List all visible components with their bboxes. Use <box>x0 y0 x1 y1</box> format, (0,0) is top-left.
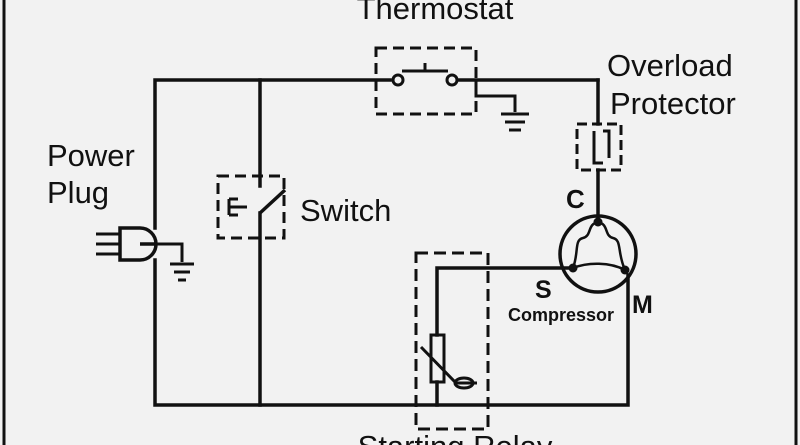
switch-label: Switch <box>300 193 391 228</box>
power-plug <box>96 226 184 262</box>
compressor-label: Compressor <box>508 305 614 325</box>
thermostat <box>374 46 517 116</box>
circuit-wires <box>153 78 630 407</box>
terminal-c-label: C <box>566 184 585 214</box>
ground-symbol-thermostat <box>501 112 529 132</box>
overload-label-line1: Overload <box>607 48 733 83</box>
terminal-m-label: M <box>632 291 653 319</box>
compressor <box>558 214 638 294</box>
overload-label-line2: Protector <box>610 86 736 121</box>
power-plug-label-line2: Plug <box>47 175 109 210</box>
terminal-s-label: S <box>535 276 552 304</box>
starting-relay <box>414 251 490 431</box>
thermostat-label: Thermostat <box>357 0 514 26</box>
power-plug-label-line1: Power <box>47 138 135 173</box>
switch <box>216 174 287 240</box>
ground-symbol-plug <box>170 262 194 282</box>
starting-relay-label: Starting Relay <box>358 429 553 445</box>
overload-protector <box>575 122 623 172</box>
